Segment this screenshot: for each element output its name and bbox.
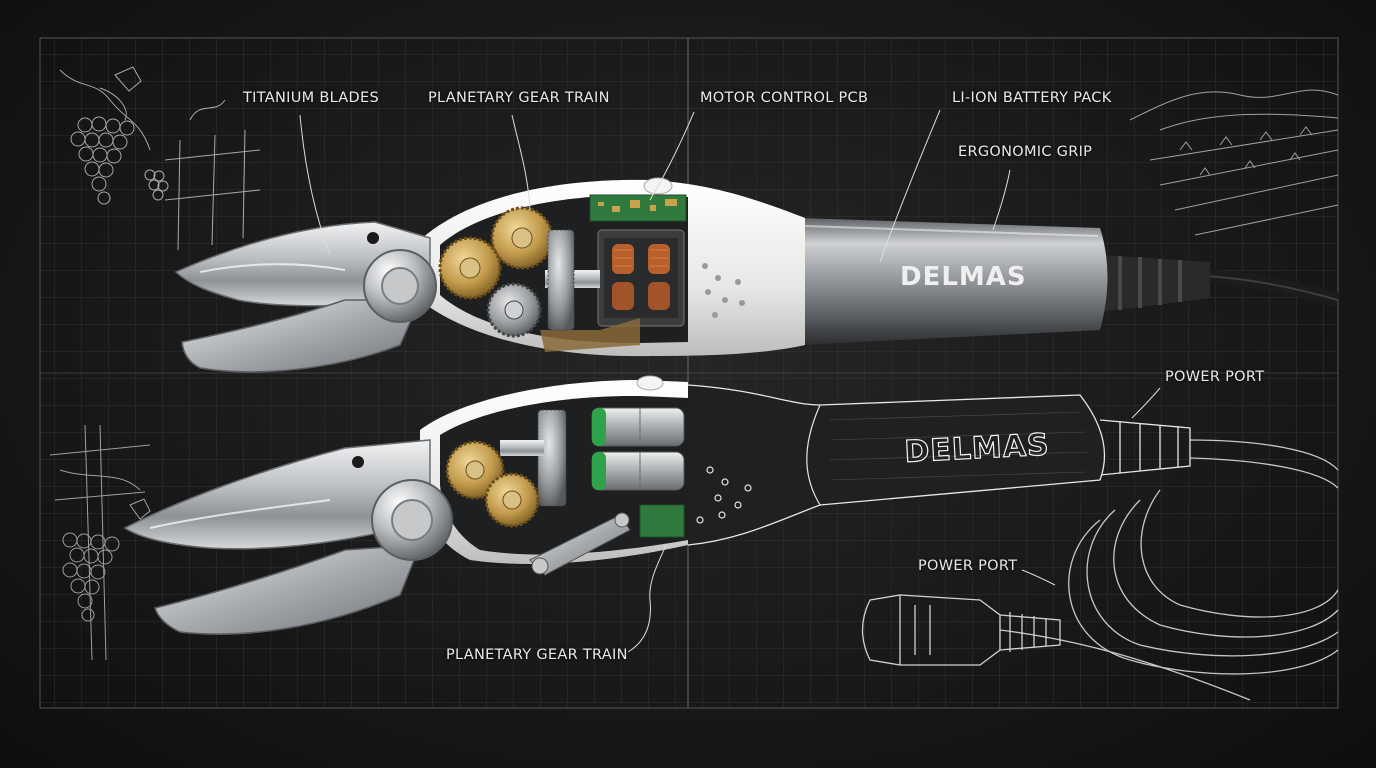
top-electric-motor (597, 229, 685, 327)
callout-ergonomic-grip: ERGONOMIC GRIP (958, 144, 1093, 160)
callout-titanium-blades: TITANIUM BLADES (243, 90, 379, 106)
grapevine-sketch-top-left (59, 66, 261, 251)
vineyard-landscape-sketch-top-right (1129, 89, 1339, 236)
bottom-pcb (639, 504, 685, 538)
callout-motor-control-pcb: MOTOR CONTROL PCB (700, 90, 869, 106)
bottom-titanium-blades (123, 439, 453, 635)
callout-li-ion-battery-pack: LI-ION BATTERY PACK (952, 90, 1112, 106)
bottom-strain-relief-sketch (1099, 419, 1191, 476)
top-pruner-cutaway: DELMAS (174, 177, 1340, 373)
bottom-planetary-gear-train (445, 409, 631, 576)
bottom-lower-hook-blade (154, 544, 422, 635)
top-battery-tube (790, 218, 1108, 345)
callout-planetary-gear-train-bottom: PLANETARY GEAR TRAIN (446, 647, 628, 663)
top-lower-hook-blade (181, 299, 422, 373)
power-plug-sketch (861, 594, 1061, 666)
top-titanium-blades (174, 221, 437, 373)
callout-power-port-lower: POWER PORT (918, 558, 1018, 574)
callout-leader-lines (299, 109, 1161, 653)
bottom-brand-label: DELMAS (904, 427, 1051, 470)
top-vent-holes (702, 263, 745, 318)
bottom-vent-holes-sketch (696, 466, 752, 524)
top-brand-label: DELMAS (900, 262, 1027, 292)
bottom-pruner-cutaway: DELMAS (123, 375, 1339, 701)
top-planetary-gear-train (438, 206, 575, 338)
bottom-handle-sketch (687, 384, 1106, 546)
top-strain-relief (1100, 255, 1210, 312)
bottom-power-cable-coil-sketch (999, 439, 1339, 701)
bottom-li-ion-battery-pack (591, 407, 685, 491)
bottom-trigger-button (636, 375, 664, 391)
callout-power-port-upper: POWER PORT (1165, 369, 1265, 385)
callout-planetary-gear-train-top: PLANETARY GEAR TRAIN (428, 90, 610, 106)
grapevine-sketch-bottom-left (49, 424, 151, 661)
